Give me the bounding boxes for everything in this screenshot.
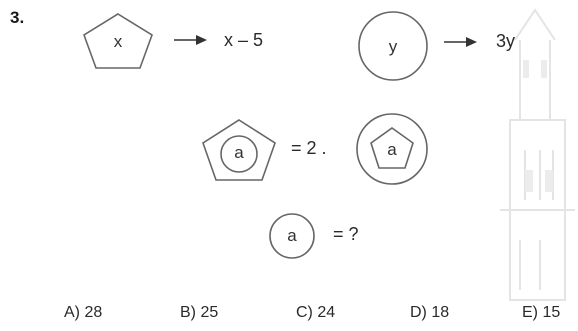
equation-left-label: a [201, 143, 277, 163]
pentagon-x-symbol: x [82, 12, 154, 70]
rule2-result: 3y [496, 31, 515, 52]
arrow-right-icon [444, 36, 478, 48]
question-number: 3. [10, 8, 24, 28]
query-text: = ? [333, 224, 359, 245]
equation-equals-text: = 2 . [291, 138, 327, 159]
circle-y-label: y [357, 37, 429, 57]
circle-y-symbol: y [357, 10, 429, 82]
rule1-result: x – 5 [224, 30, 263, 51]
option-e[interactable]: E) 15 [522, 304, 560, 322]
arrow-right-icon [174, 34, 208, 46]
option-c[interactable]: C) 24 [296, 304, 335, 322]
circle-containing-pentagon-a: a [355, 112, 429, 186]
pentagon-x-label: x [82, 32, 154, 52]
option-a[interactable]: A) 28 [64, 304, 102, 322]
equation-right-label: a [355, 140, 429, 160]
circle-a-symbol: a [268, 212, 316, 260]
query-label: a [268, 226, 316, 246]
option-b[interactable]: B) 25 [180, 304, 218, 322]
option-d[interactable]: D) 18 [410, 304, 449, 322]
pentagon-containing-circle-a: a [201, 118, 277, 182]
